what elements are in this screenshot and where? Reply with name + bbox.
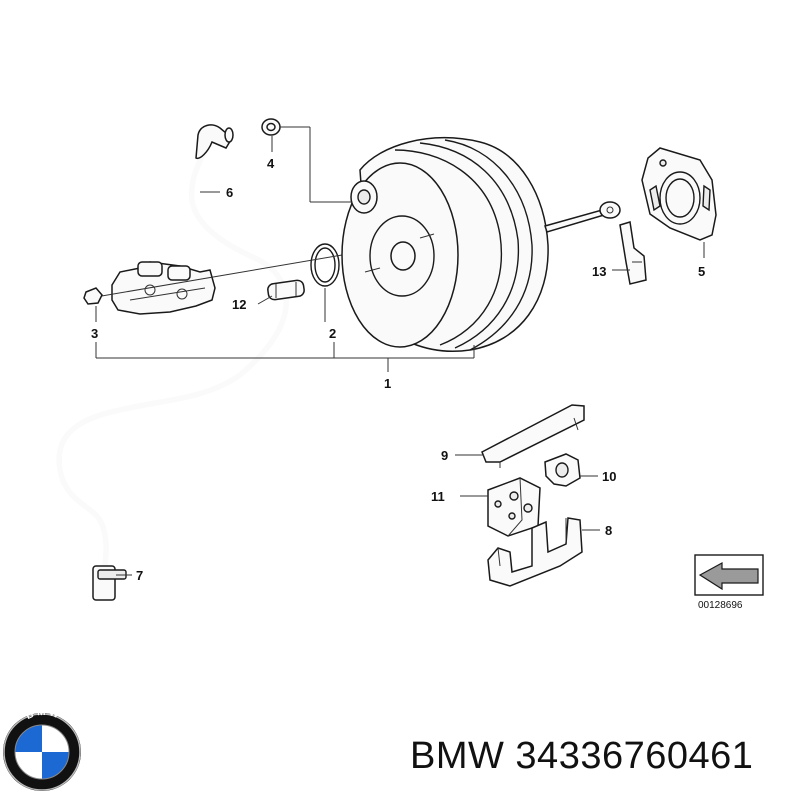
master-cylinder: [111, 261, 216, 315]
holder-8: [487, 517, 583, 587]
callout-5: 5: [698, 264, 705, 279]
seal-ring-4: [261, 118, 281, 136]
callout-4: 4: [267, 156, 275, 171]
callout-6: 6: [226, 185, 233, 200]
hose-clamp-12: [267, 279, 305, 301]
callout-11: 11: [431, 489, 445, 504]
callout-10: 10: [602, 469, 616, 484]
damper-10: [544, 453, 581, 487]
logo-letters: BMW: [25, 707, 61, 722]
part-number-caption: BMW 34336760461: [410, 735, 754, 777]
drawing-number: 00128696: [698, 600, 743, 611]
check-valve-7: [92, 565, 127, 601]
callout-7: 7: [136, 568, 143, 583]
callout-2: 2: [329, 326, 336, 341]
svg-text:BMW: BMW: [25, 707, 64, 722]
leader-lines: [95, 126, 705, 576]
clip-13: [619, 221, 647, 285]
callout-3: 3: [91, 326, 98, 341]
direction-arrow-icon: [698, 561, 759, 591]
nut-3: [83, 287, 103, 305]
bmw-logo: BMW: [3, 707, 81, 791]
vacuum-hose: [56, 148, 289, 576]
callout-9: 9: [441, 448, 448, 463]
push-rod: [544, 201, 621, 233]
callout-8: 8: [605, 523, 612, 538]
callout-12: 12: [232, 297, 246, 312]
cover-strip-9: [481, 404, 585, 468]
callout-1: 1: [384, 376, 391, 391]
hose-elbow-fitting: [195, 124, 234, 160]
gasket-plate-5: [641, 147, 717, 241]
direction-reference-box: 00128696: [694, 554, 764, 611]
brake-booster: [341, 137, 549, 352]
o-ring-2: [310, 243, 340, 287]
callout-13: 13: [592, 264, 606, 279]
